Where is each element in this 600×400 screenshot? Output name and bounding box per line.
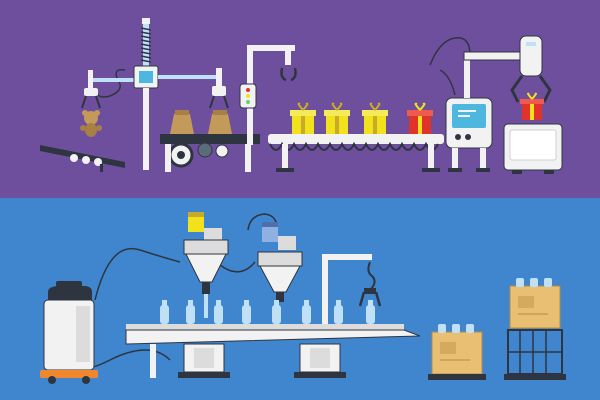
bottle-gripper: [322, 254, 382, 326]
gift-box-icon: [324, 102, 350, 134]
bottle-cage: [504, 329, 566, 380]
machine-cable: [439, 69, 456, 96]
packed-cartons: [428, 278, 566, 380]
gear-icon: [215, 144, 229, 158]
conveyor-leg: [294, 343, 346, 378]
spring-tower: [133, 18, 218, 170]
conveyor-leg: [178, 343, 230, 378]
bottle-icon: [186, 300, 195, 324]
bottle-icon: [334, 300, 343, 324]
machine-cable: [429, 37, 471, 66]
bottle-conveyor: [125, 324, 421, 378]
gift-box-icon: [520, 92, 544, 120]
robotic-claw: [463, 35, 552, 120]
gift-box-icon: [362, 102, 388, 134]
teddy-bear-icon: [80, 110, 102, 137]
teddy-bear-grabber: [80, 70, 135, 137]
gear-icon: [197, 142, 213, 158]
wheel-icon: [82, 376, 90, 384]
bottle-icon: [242, 300, 251, 324]
gift-box-icon: [407, 102, 433, 134]
sack-icon: [208, 110, 232, 134]
machine-cable: [94, 247, 181, 301]
sack-icon: [170, 110, 194, 134]
gift-conveyor: [268, 102, 444, 172]
overhead-gripper: [239, 45, 297, 145]
carton-box: [509, 278, 561, 329]
sack-packer: [160, 68, 260, 172]
bottle-row: [160, 300, 375, 324]
input-conveyor: [40, 145, 125, 172]
bottle-icon: [214, 300, 223, 324]
vacuum-pump: [40, 281, 98, 384]
gift-box-icon: [290, 102, 316, 134]
wheel-icon: [48, 376, 56, 384]
machine-cable: [96, 68, 126, 98]
filler-hoppers: [183, 212, 303, 318]
hopper: [257, 251, 303, 302]
toy-factory-scene: [0, 0, 600, 198]
ingredient-container: [188, 212, 222, 242]
bottle-icon: [366, 300, 375, 324]
packing-press: [503, 123, 563, 174]
carton-box: [428, 324, 486, 380]
bottle-icon: [160, 300, 169, 324]
bottle-icon: [272, 300, 281, 324]
bottle-icon: [302, 300, 311, 324]
ingredient-container: [262, 222, 296, 250]
bottle-factory-scene: [0, 198, 600, 400]
control-panel: [445, 97, 493, 172]
hopper: [183, 239, 229, 318]
machine-cable: [219, 261, 256, 273]
